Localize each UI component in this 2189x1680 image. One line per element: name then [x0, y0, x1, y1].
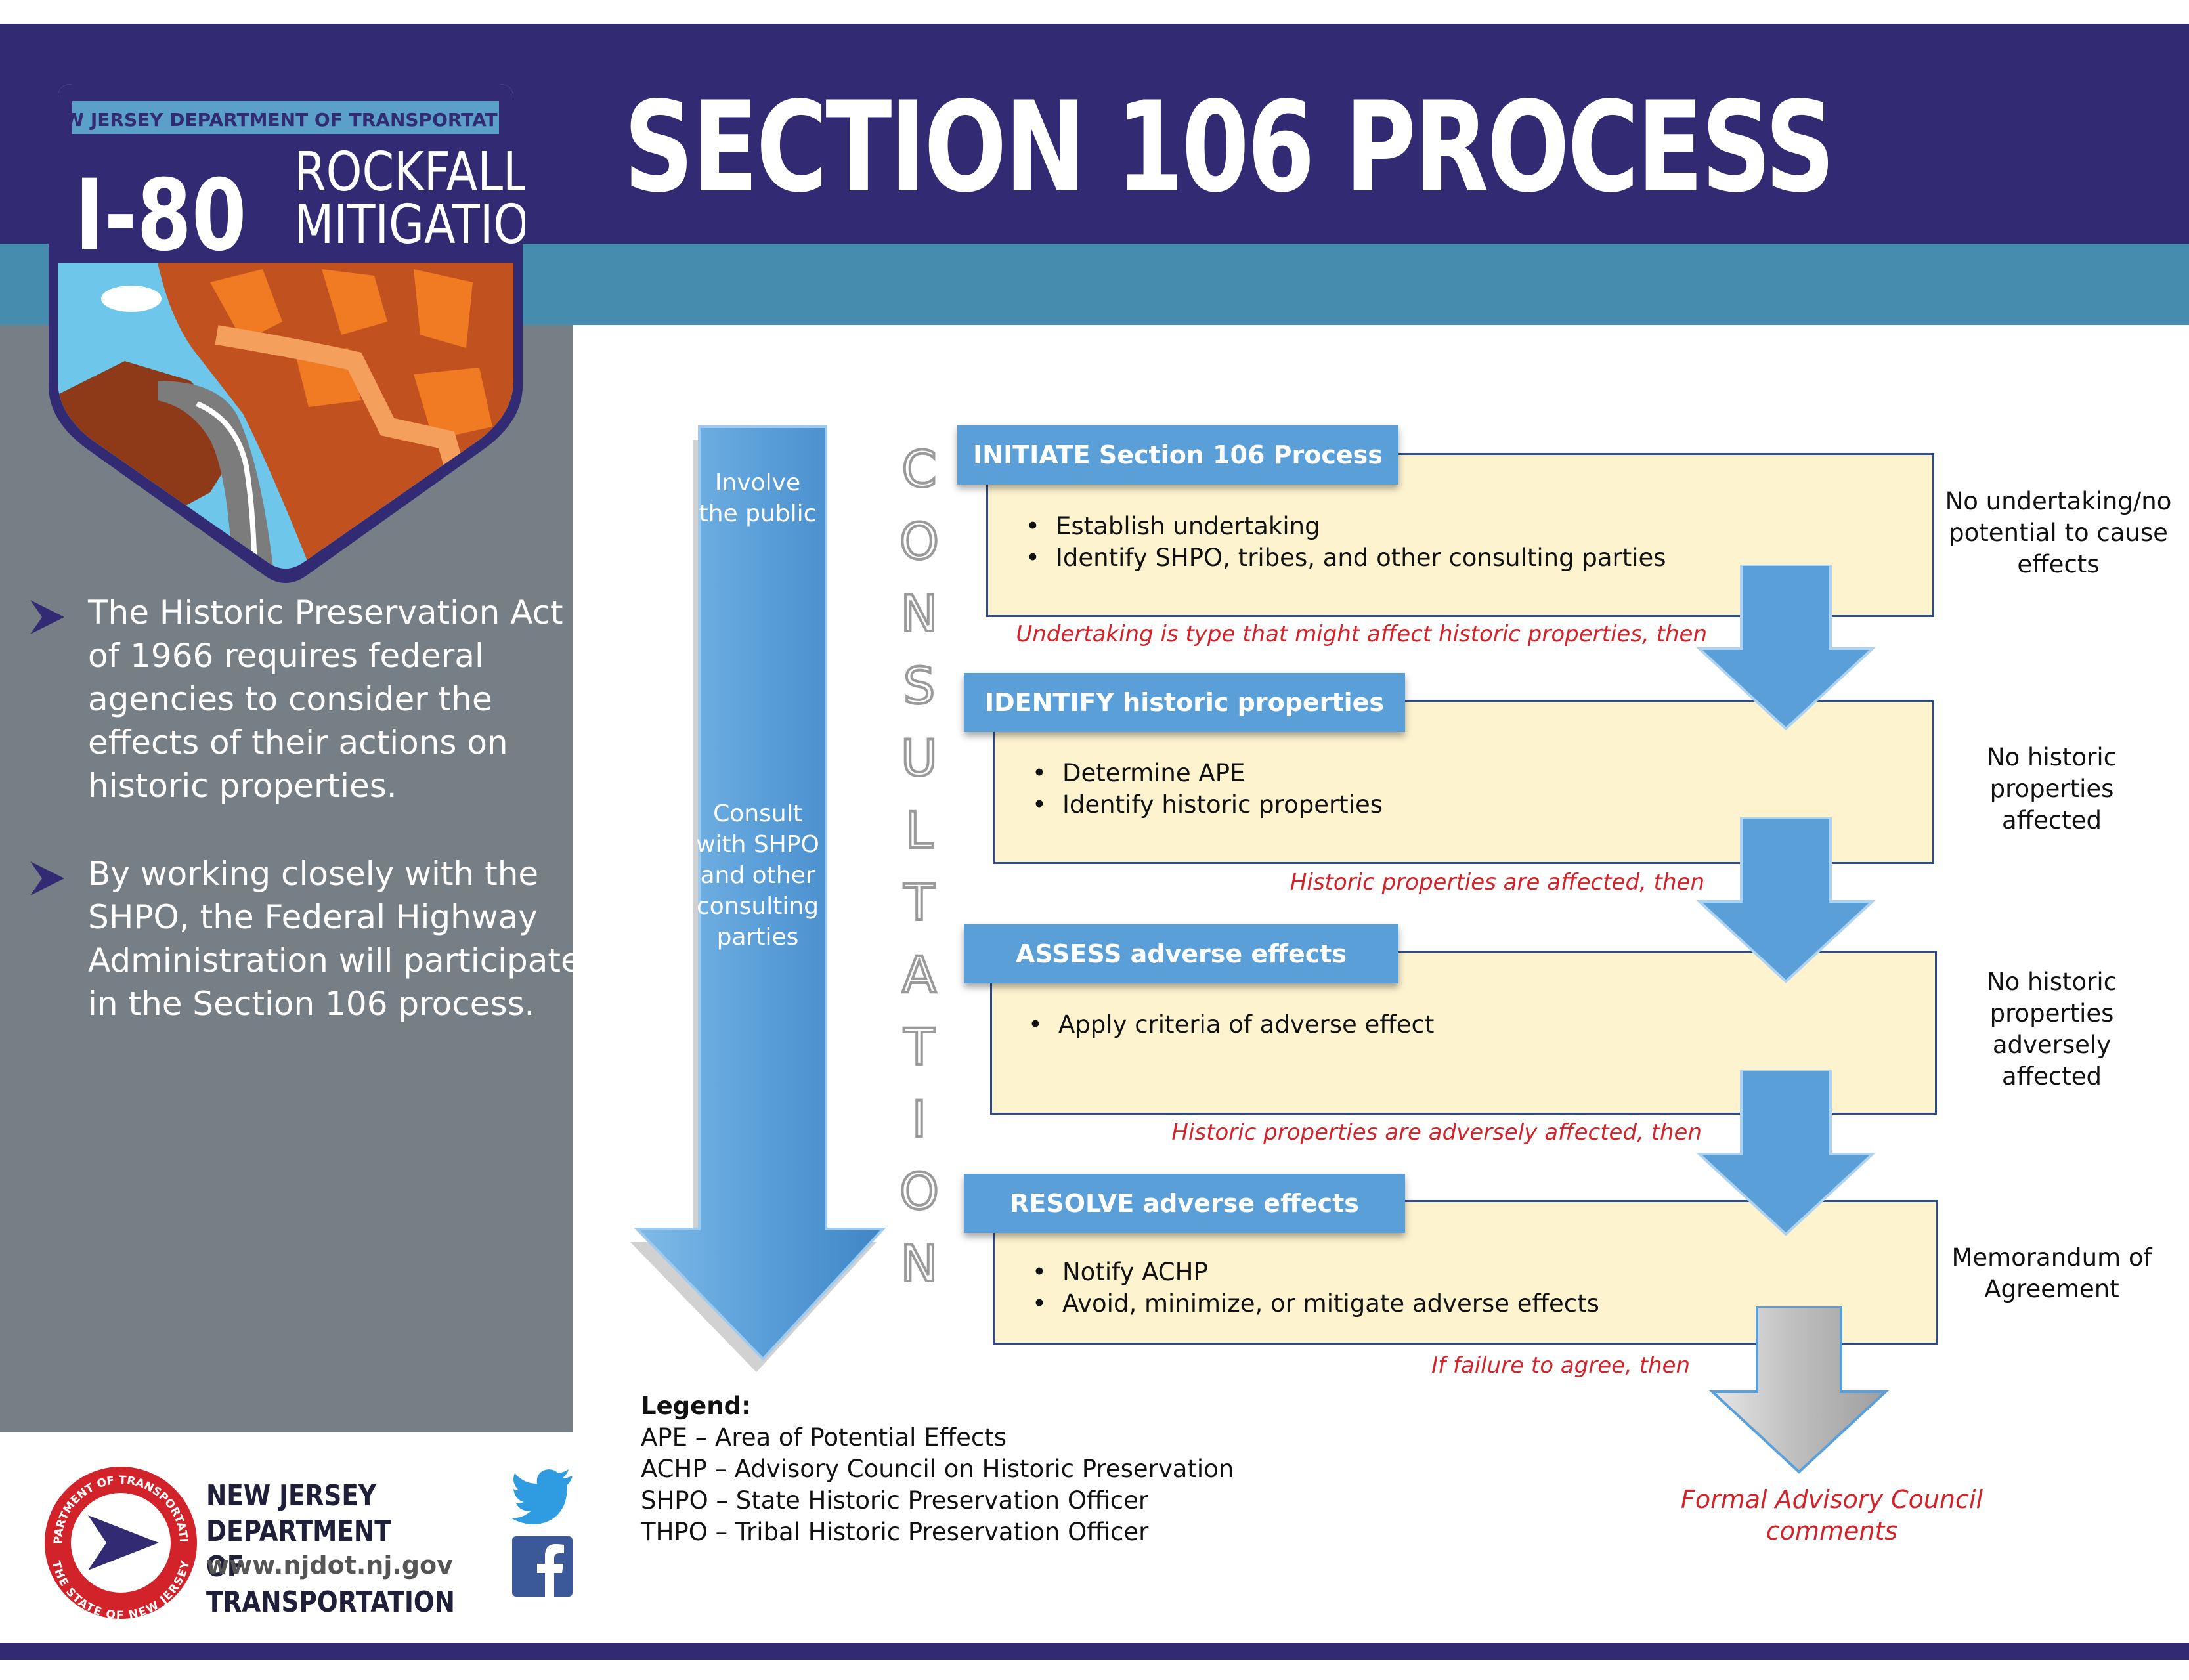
- legend-entry: THPO – Tribal Historic Preservation Offi…: [641, 1518, 1149, 1546]
- step-item: Apply criteria of adverse effect: [1028, 1009, 1882, 1041]
- down-arrow-icon: [1708, 1306, 1890, 1474]
- consultation-letter: U: [899, 727, 939, 788]
- footer-org-line2: OF TRANSPORTATION: [206, 1550, 455, 1619]
- page-title: SECTION 106 PROCESS: [624, 75, 1835, 220]
- consultation-letter: N: [899, 583, 940, 644]
- consultation-letter: I: [911, 1088, 928, 1150]
- outcome-text: No historic properties affected: [1986, 743, 2117, 834]
- facebook-icon[interactable]: [512, 1536, 573, 1597]
- step-item: Identify historic properties: [1032, 789, 1886, 821]
- badge-project-line2: MITIGATION: [294, 192, 525, 255]
- legend-entry: SHPO – State Historic Preservation Offic…: [641, 1486, 1149, 1515]
- step-item: Determine APE: [1032, 758, 1886, 789]
- consultation-letter: A: [901, 944, 938, 1005]
- down-arrow-icon: [1695, 1070, 1876, 1236]
- arrow-top-text: Involve the public: [699, 469, 817, 527]
- transition-text: If failure to agree, then: [1431, 1352, 1690, 1379]
- step-title-resolve: RESOLVE adverse effects: [964, 1174, 1405, 1233]
- step-item: Avoid, minimize, or mitigate adverse eff…: [1032, 1288, 1899, 1320]
- step-item: Notify ACHP: [1032, 1257, 1899, 1288]
- consultation-letter: C: [900, 439, 938, 500]
- sidebar-bullet: The Historic Preservation Act of 1966 re…: [28, 591, 566, 814]
- outcome-text: Memorandum of Agreement: [1951, 1243, 2152, 1303]
- legend-heading: Legend:: [641, 1392, 751, 1420]
- consultation-letter: T: [903, 1016, 936, 1077]
- badge-department-text: NEW JERSEY DEPARTMENT OF TRANSPORTATION: [46, 109, 525, 131]
- consultation-letter: O: [898, 1161, 940, 1222]
- badge-route-text: I-80: [75, 159, 246, 273]
- legend: Legend: APE – Area of Potential Effects …: [641, 1390, 1494, 1548]
- public-consultation-arrow: [630, 425, 886, 1372]
- transition-text: Undertaking is type that might affect hi…: [1016, 621, 1707, 647]
- consultation-letter: T: [903, 872, 936, 933]
- chevron-right-icon: [30, 861, 64, 895]
- consultation-letter: O: [898, 511, 940, 572]
- step-list-assess: Apply criteria of adverse effect: [1028, 1009, 1882, 1041]
- project-logo-badge: NEW JERSEY DEPARTMENT OF TRANSPORTATION …: [46, 75, 525, 583]
- outcome-text: No undertaking/no potential to cause eff…: [1945, 487, 2172, 578]
- twitter-icon[interactable]: [511, 1469, 574, 1524]
- step-list-initiate: Establish undertaking Identify SHPO, tri…: [1026, 511, 1892, 574]
- consultation-letter: S: [902, 655, 936, 716]
- step-title-identify: IDENTIFY historic properties: [964, 673, 1405, 732]
- footer-org-line1: NEW JERSEY DEPARTMENT: [206, 1479, 391, 1548]
- sidebar-bullet-text: The Historic Preservation Act of 1966 re…: [88, 593, 563, 805]
- step-title-assess: ASSESS adverse effects: [964, 924, 1398, 983]
- sidebar-bullet-text: By working closely with the SHPO, the Fe…: [88, 855, 581, 1023]
- footer-band: [0, 1643, 2189, 1660]
- step-item: Establish undertaking: [1026, 511, 1892, 542]
- legend-entry: ACHP – Advisory Council on Historic Pres…: [641, 1455, 1234, 1483]
- step-title-initiate: INITIATE Section 106 Process: [957, 425, 1398, 485]
- outcome-text: No historic properties adversely affecte…: [1986, 968, 2117, 1090]
- transition-text: Historic properties are affected, then: [1290, 869, 1704, 895]
- road-illustration: [158, 381, 276, 569]
- njdot-seal: DEPARTMENT OF TRANSPORTATION THE STATE O…: [42, 1464, 197, 1622]
- step-item: Identify SHPO, tribes, and other consult…: [1026, 542, 1892, 574]
- arrow-bottom-text: Consult with SHPO and other consulting p…: [696, 800, 819, 951]
- footer-org-name: NEW JERSEY DEPARTMENT OF TRANSPORTATION: [206, 1478, 463, 1620]
- legend-entry: APE – Area of Potential Effects: [641, 1423, 1007, 1452]
- arrow-logo-icon: [88, 1515, 159, 1570]
- consultation-letter: L: [904, 800, 934, 861]
- step-list-resolve: Notify ACHP Avoid, minimize, or mitigate…: [1032, 1257, 1899, 1320]
- transition-text: Historic properties are adversely affect…: [1171, 1119, 1702, 1146]
- chevron-right-icon: [30, 600, 64, 634]
- down-arrow-icon: [1695, 817, 1876, 983]
- consultation-letter: N: [899, 1233, 940, 1294]
- cloud-icon: [101, 286, 162, 312]
- website-link[interactable]: www.njdot.nj.gov: [206, 1551, 453, 1580]
- sidebar-bullet: By working closely with the SHPO, the Fe…: [28, 852, 581, 1075]
- badge-project-line1: ROCKFALL: [294, 140, 525, 203]
- badge-banner: [72, 101, 499, 134]
- step-list-identify: Determine APE Identify historic properti…: [1032, 758, 1886, 821]
- down-arrow-icon: [1695, 565, 1876, 731]
- final-outcome-text: Formal Advisory Council comments: [1680, 1485, 1983, 1545]
